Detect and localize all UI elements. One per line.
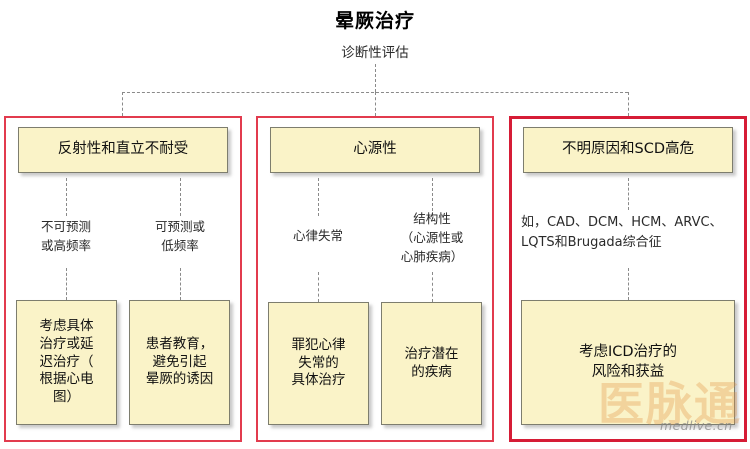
connector-root-vertical bbox=[375, 64, 376, 92]
group-2-header-box[interactable]: 心源性 bbox=[270, 127, 480, 173]
connector-drop-group-2 bbox=[375, 92, 376, 116]
group-2-outcome-box-1[interactable]: 罪犯心律失常的具体治疗 bbox=[268, 302, 369, 425]
connector-group-1-branch-2-upper bbox=[180, 178, 181, 216]
group-3-header-box[interactable]: 不明原因和SCD高危 bbox=[523, 127, 733, 173]
connector-group-3-branch-lower bbox=[628, 268, 629, 300]
page-title: 晕厥治疗 bbox=[334, 10, 415, 32]
connector-group-1-branch-1-upper bbox=[66, 178, 67, 216]
connector-group-2-branch-1-lower bbox=[318, 272, 319, 302]
connector-group-3-branch-upper bbox=[628, 178, 629, 210]
connector-group-1-branch-1-lower bbox=[66, 268, 67, 300]
connector-group-2-branch-1-upper bbox=[318, 178, 319, 216]
group-3-branch-label: 如，CAD、DCM、HCM、ARVC、LQTS和Brugada综合征 bbox=[521, 215, 723, 251]
group-1-outcome-box-2[interactable]: 患者教育，避免引起晕厥的诱因 bbox=[129, 300, 230, 425]
group-1-header-box[interactable]: 反射性和直立不耐受 bbox=[18, 127, 228, 173]
connector-drop-group-1 bbox=[122, 92, 123, 116]
group-2-outcome-box-2[interactable]: 治疗潜在的疾病 bbox=[381, 302, 482, 425]
connector-group-2-branch-2-upper bbox=[432, 178, 433, 216]
connector-group-1-branch-2-lower bbox=[180, 268, 181, 300]
connector-group-2-branch-2-lower bbox=[432, 272, 433, 302]
group-2-branch-1-label: 心律失常 bbox=[292, 228, 343, 243]
group-1-branch-1-label: 不可预测或高频率 bbox=[40, 219, 91, 253]
page-subtitle: 诊断性评估 bbox=[341, 45, 409, 61]
group-2-branch-2-label: 结构性（心源性或心肺疾病） bbox=[400, 211, 464, 264]
group-1-outcome-box-1[interactable]: 考虑具体治疗或延迟治疗（根据心电图） bbox=[16, 300, 117, 425]
group-3-outcome-box[interactable]: 考虑ICD治疗的风险和获益 bbox=[521, 300, 735, 425]
group-1-branch-2-label: 可预测或低频率 bbox=[154, 219, 205, 253]
connector-drop-group-3 bbox=[628, 92, 629, 116]
